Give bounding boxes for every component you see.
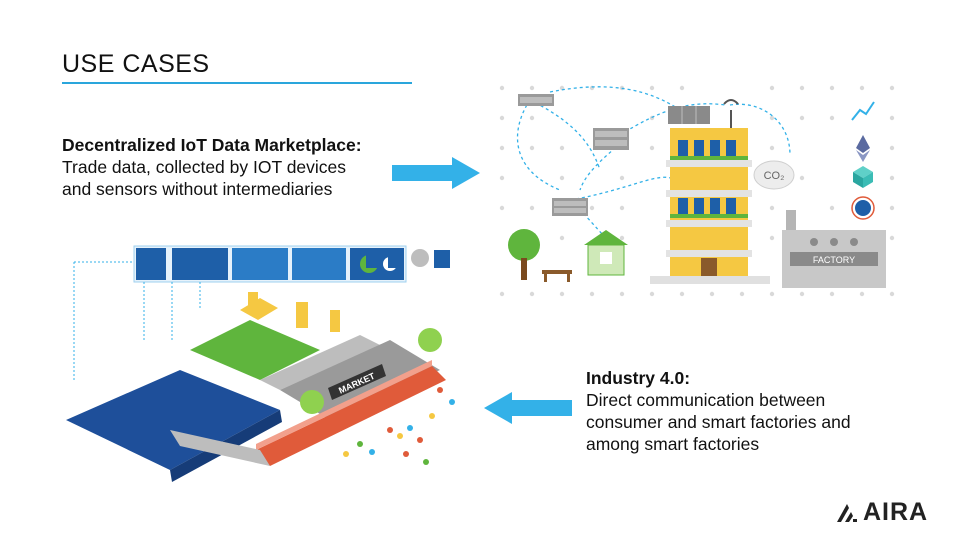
marketplace-heading: Decentralized IoT Data Marketplace: (62, 135, 362, 155)
bench-icon (542, 270, 572, 282)
arrow-left-icon (484, 392, 572, 424)
factory-building: FACTORY (782, 210, 886, 288)
marketplace-line-1: Trade data, collected by IOT devices (62, 157, 347, 177)
industry-line-1: Direct communication between (586, 390, 826, 410)
fence (650, 276, 770, 284)
smart-city-illustration: CO₂ FACTORY (499, 85, 895, 297)
chart-icon (851, 101, 875, 121)
server-icon (518, 94, 554, 106)
slide-title: USE CASES (62, 50, 210, 78)
sensor-panel (366, 249, 450, 268)
co2-cloud-icon: CO₂ (753, 160, 795, 190)
brand-logo: AIRA (835, 498, 928, 527)
antenna-icon (723, 99, 739, 128)
conveyor-belt (170, 360, 446, 466)
data-flow-lines (516, 86, 791, 253)
tree-icon (508, 229, 540, 280)
smiley-icon (300, 328, 442, 414)
solar-panel-icon (668, 106, 710, 124)
ethereum-icon (856, 135, 870, 162)
smart-factory-illustration: MARKET (66, 245, 455, 482)
server-icon (593, 128, 629, 150)
title-underline (62, 82, 412, 84)
industry-line-3: among smart factories (586, 434, 760, 454)
dashboard-panel (133, 245, 407, 283)
brand-name: AIRA (863, 498, 929, 526)
link-lines (73, 261, 201, 380)
crowd-people (343, 387, 455, 465)
arrow-right-icon (392, 157, 480, 189)
dot-grid (499, 85, 895, 297)
industry-description: Industry 4.0: Direct communication betwe… (586, 367, 886, 455)
aira-mark-icon (837, 503, 857, 522)
marketplace-description: Decentralized IoT Data Marketplace: Trad… (62, 134, 392, 200)
marketplace-line-2: and sensors without intermediaries (62, 179, 333, 199)
co2-label: CO₂ (764, 170, 785, 182)
apartment-building (666, 128, 752, 280)
house-icon (584, 230, 628, 276)
globe-icon (851, 196, 875, 220)
factory-label: FACTORY (813, 255, 855, 265)
industry-line-2: consumer and smart factories and (586, 412, 851, 432)
server-icon (552, 198, 588, 216)
cube-icon (853, 166, 873, 188)
industry-heading: Industry 4.0: (586, 368, 691, 388)
